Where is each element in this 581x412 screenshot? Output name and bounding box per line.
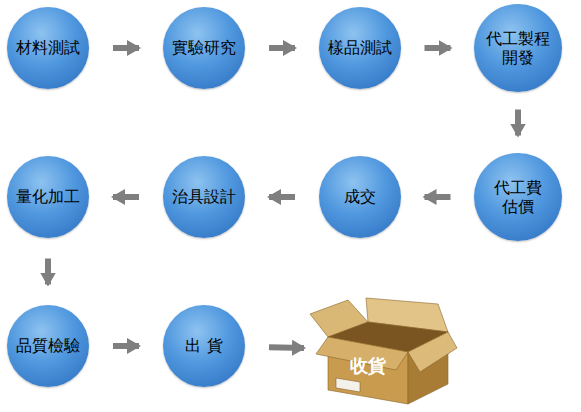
process-circle: 治具設計 bbox=[163, 156, 245, 238]
node-label: 樣品測試 bbox=[325, 38, 395, 57]
process-circle: 樣品測試 bbox=[319, 7, 401, 89]
process-circle: 代工費 估價 bbox=[474, 153, 562, 241]
flow-arrow bbox=[113, 45, 139, 51]
box-face bbox=[408, 332, 457, 372]
process-circle: 實驗研究 bbox=[163, 7, 245, 89]
node-label: 量化加工 bbox=[13, 187, 83, 206]
flow-arrow bbox=[45, 259, 51, 285]
node-label: 出 貨 bbox=[169, 336, 239, 355]
flow-arrow bbox=[113, 194, 139, 200]
process-circle: 量化加工 bbox=[7, 156, 89, 238]
shipping-box: 收貨 bbox=[308, 292, 458, 407]
node-label: 成交 bbox=[325, 187, 395, 206]
box-face bbox=[336, 378, 360, 392]
flow-arrow bbox=[425, 194, 451, 200]
node-label: 收貨 bbox=[330, 354, 406, 378]
node-label: 品質檢驗 bbox=[13, 336, 83, 355]
flow-arrow bbox=[269, 344, 304, 351]
node-label: 實驗研究 bbox=[169, 38, 239, 57]
node-label: 代工製程 開發 bbox=[483, 29, 553, 67]
process-circle: 品質檢驗 bbox=[7, 305, 89, 387]
flow-arrow bbox=[269, 45, 295, 51]
process-circle: 代工製程 開發 bbox=[474, 4, 562, 92]
node-label: 代工費 估價 bbox=[483, 178, 553, 216]
box-illustration bbox=[308, 292, 458, 407]
node-label: 治具設計 bbox=[169, 187, 239, 206]
flow-arrow bbox=[269, 194, 295, 200]
process-circle: 出 貨 bbox=[163, 305, 245, 387]
flow-arrow bbox=[425, 45, 451, 51]
node-label: 材料測試 bbox=[13, 38, 83, 57]
process-circle: 材料測試 bbox=[7, 7, 89, 89]
flow-arrow bbox=[113, 343, 139, 349]
process-circle: 成交 bbox=[319, 156, 401, 238]
flow-arrow bbox=[515, 110, 521, 136]
